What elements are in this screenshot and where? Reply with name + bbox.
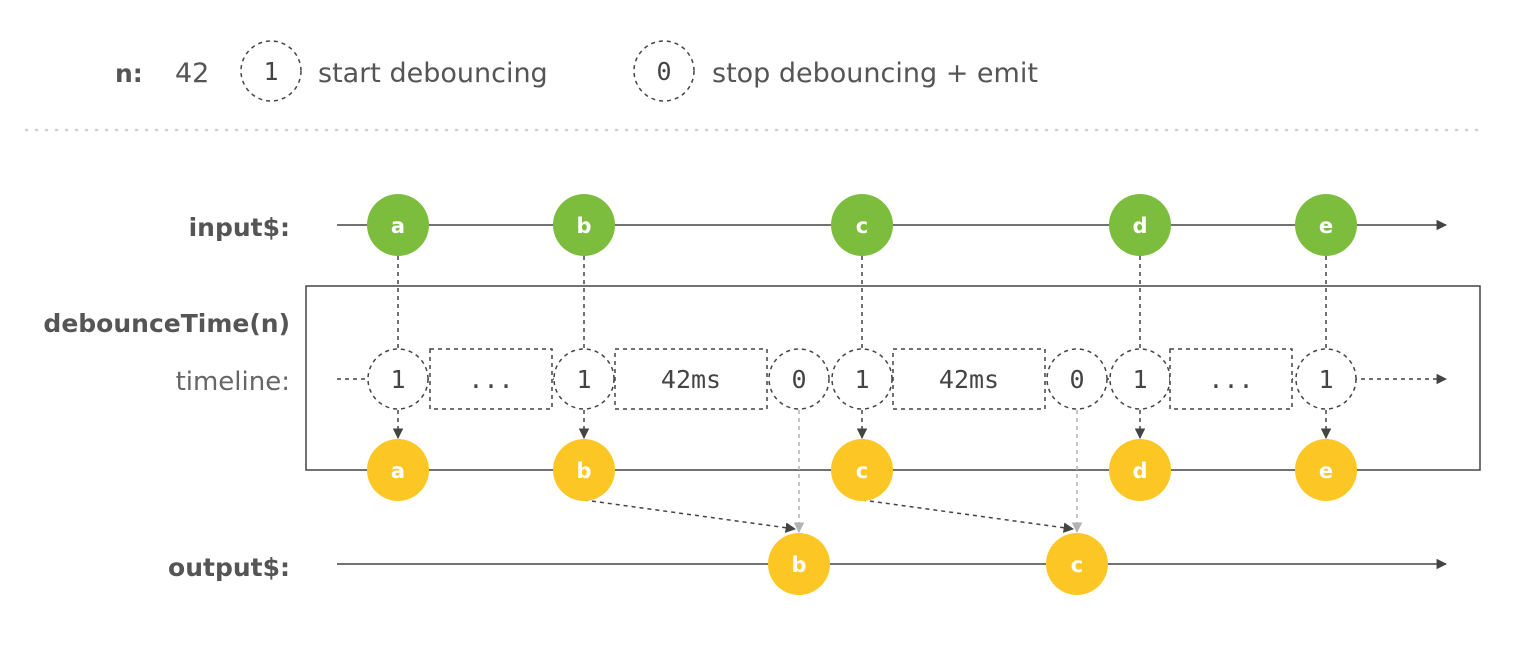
svg-text:...: ... (1208, 365, 1253, 394)
input-ball-e: e (1295, 194, 1357, 256)
operator-ball-a: a (367, 439, 429, 501)
svg-text:c: c (856, 214, 868, 238)
svg-text:e: e (1319, 214, 1333, 238)
timeline-item-box: 42ms (614, 348, 768, 410)
input-balls: a b c d e (367, 194, 1357, 256)
svg-text:d: d (1132, 459, 1147, 483)
legend-start-text: start debouncing (318, 58, 548, 89)
svg-text:42ms: 42ms (939, 365, 999, 394)
diag-arrow-c (861, 499, 1075, 533)
svg-text:0: 0 (791, 365, 806, 394)
svg-text:a: a (391, 459, 405, 483)
svg-text:1: 1 (390, 365, 405, 394)
operator-ball-c: c (831, 439, 893, 501)
operator-output-balls: a b c d e (367, 439, 1357, 501)
legend-stop-text: stop debouncing + emit (712, 58, 1038, 89)
svg-text:0: 0 (1069, 365, 1084, 394)
input-label: input$: (189, 213, 290, 242)
svg-text:...: ... (468, 365, 513, 394)
diagonal-arrows (583, 499, 1075, 533)
input-ball-a: a (367, 194, 429, 256)
timeline-item-start: 1 (831, 348, 893, 410)
svg-text:1: 1 (576, 365, 591, 394)
timeline-item-start: 1 (553, 348, 615, 410)
operator-ball-e: e (1295, 439, 1357, 501)
legend-start-symbol-text: 1 (263, 57, 278, 86)
output-ball-c: c (1046, 533, 1108, 595)
timeline-item-stop: 0 (768, 348, 830, 410)
timeline-item-box: ... (1169, 348, 1293, 410)
input-connectors (397, 256, 1327, 349)
legend-stop-symbol-text: 0 (656, 57, 671, 86)
timeline-label: timeline: (176, 367, 290, 397)
output-label: output$: (168, 553, 290, 582)
legend-start-symbol (240, 40, 302, 102)
n-value: 42 (175, 58, 209, 89)
timeline-to-ball-arrows (392, 410, 1332, 440)
output-balls: b c (768, 533, 1108, 595)
output-ball-b: b (768, 533, 830, 595)
timeline-item-start: 1 (1109, 348, 1171, 410)
timeline-item-box: ... (429, 348, 553, 410)
input-ball-c: c (831, 194, 893, 256)
legend-stop-symbol (633, 40, 695, 102)
input-ball-d: d (1109, 194, 1171, 256)
svg-text:b: b (576, 459, 591, 483)
timeline-items: 1 ... 1 42ms 0 1 42ms 0 1 ... 1 (367, 348, 1357, 410)
svg-text:c: c (856, 459, 868, 483)
svg-text:e: e (1319, 459, 1333, 483)
timeline-item-box: 42ms (892, 348, 1046, 410)
operator-ball-b: b (553, 439, 615, 501)
operator-label: debounceTime(n) (43, 309, 290, 338)
n-label: n: (115, 59, 143, 88)
svg-text:c: c (1071, 553, 1083, 577)
svg-text:b: b (791, 553, 806, 577)
diag-arrow-b (583, 499, 797, 533)
svg-text:1: 1 (1132, 365, 1147, 394)
svg-text:d: d (1132, 214, 1147, 238)
operator-ball-d: d (1109, 439, 1171, 501)
svg-text:42ms: 42ms (661, 365, 721, 394)
timeline-item-start: 1 (1295, 348, 1357, 410)
svg-text:1: 1 (854, 365, 869, 394)
timeline-item-stop: 0 (1046, 348, 1108, 410)
timeline-item-start: 1 (367, 348, 429, 410)
legend: n: 42 1 start debouncing 0 stop debounci… (115, 40, 1038, 102)
svg-text:a: a (391, 214, 405, 238)
svg-text:1: 1 (1318, 365, 1333, 394)
input-ball-b: b (553, 194, 615, 256)
svg-text:b: b (576, 214, 591, 238)
